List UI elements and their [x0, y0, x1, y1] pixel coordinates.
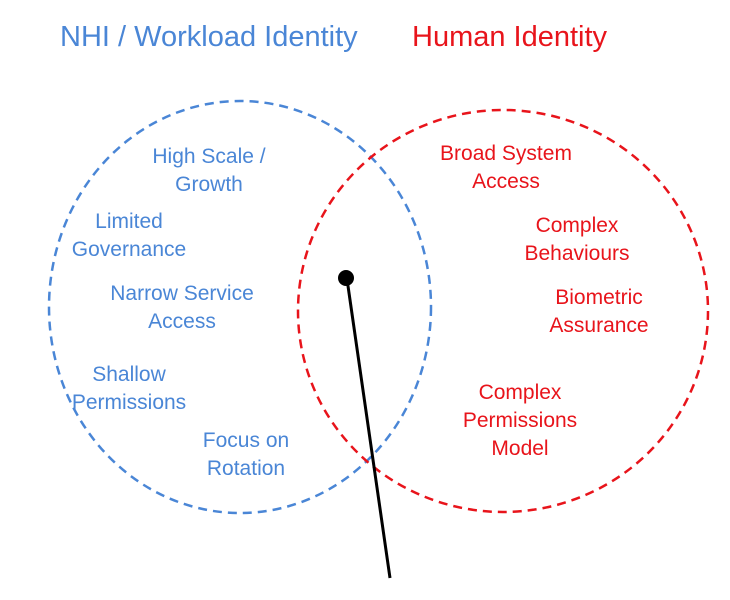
- nhi-trait-high-scale: High Scale /Growth: [152, 145, 266, 196]
- pointer-dot: [338, 270, 354, 286]
- nhi-heading: NHI / Workload Identity: [60, 21, 358, 53]
- human-heading: Human Identity: [412, 21, 608, 53]
- nhi-circle: [47, 99, 433, 515]
- human-circle: [296, 108, 710, 514]
- pointer-line: [345, 278, 392, 579]
